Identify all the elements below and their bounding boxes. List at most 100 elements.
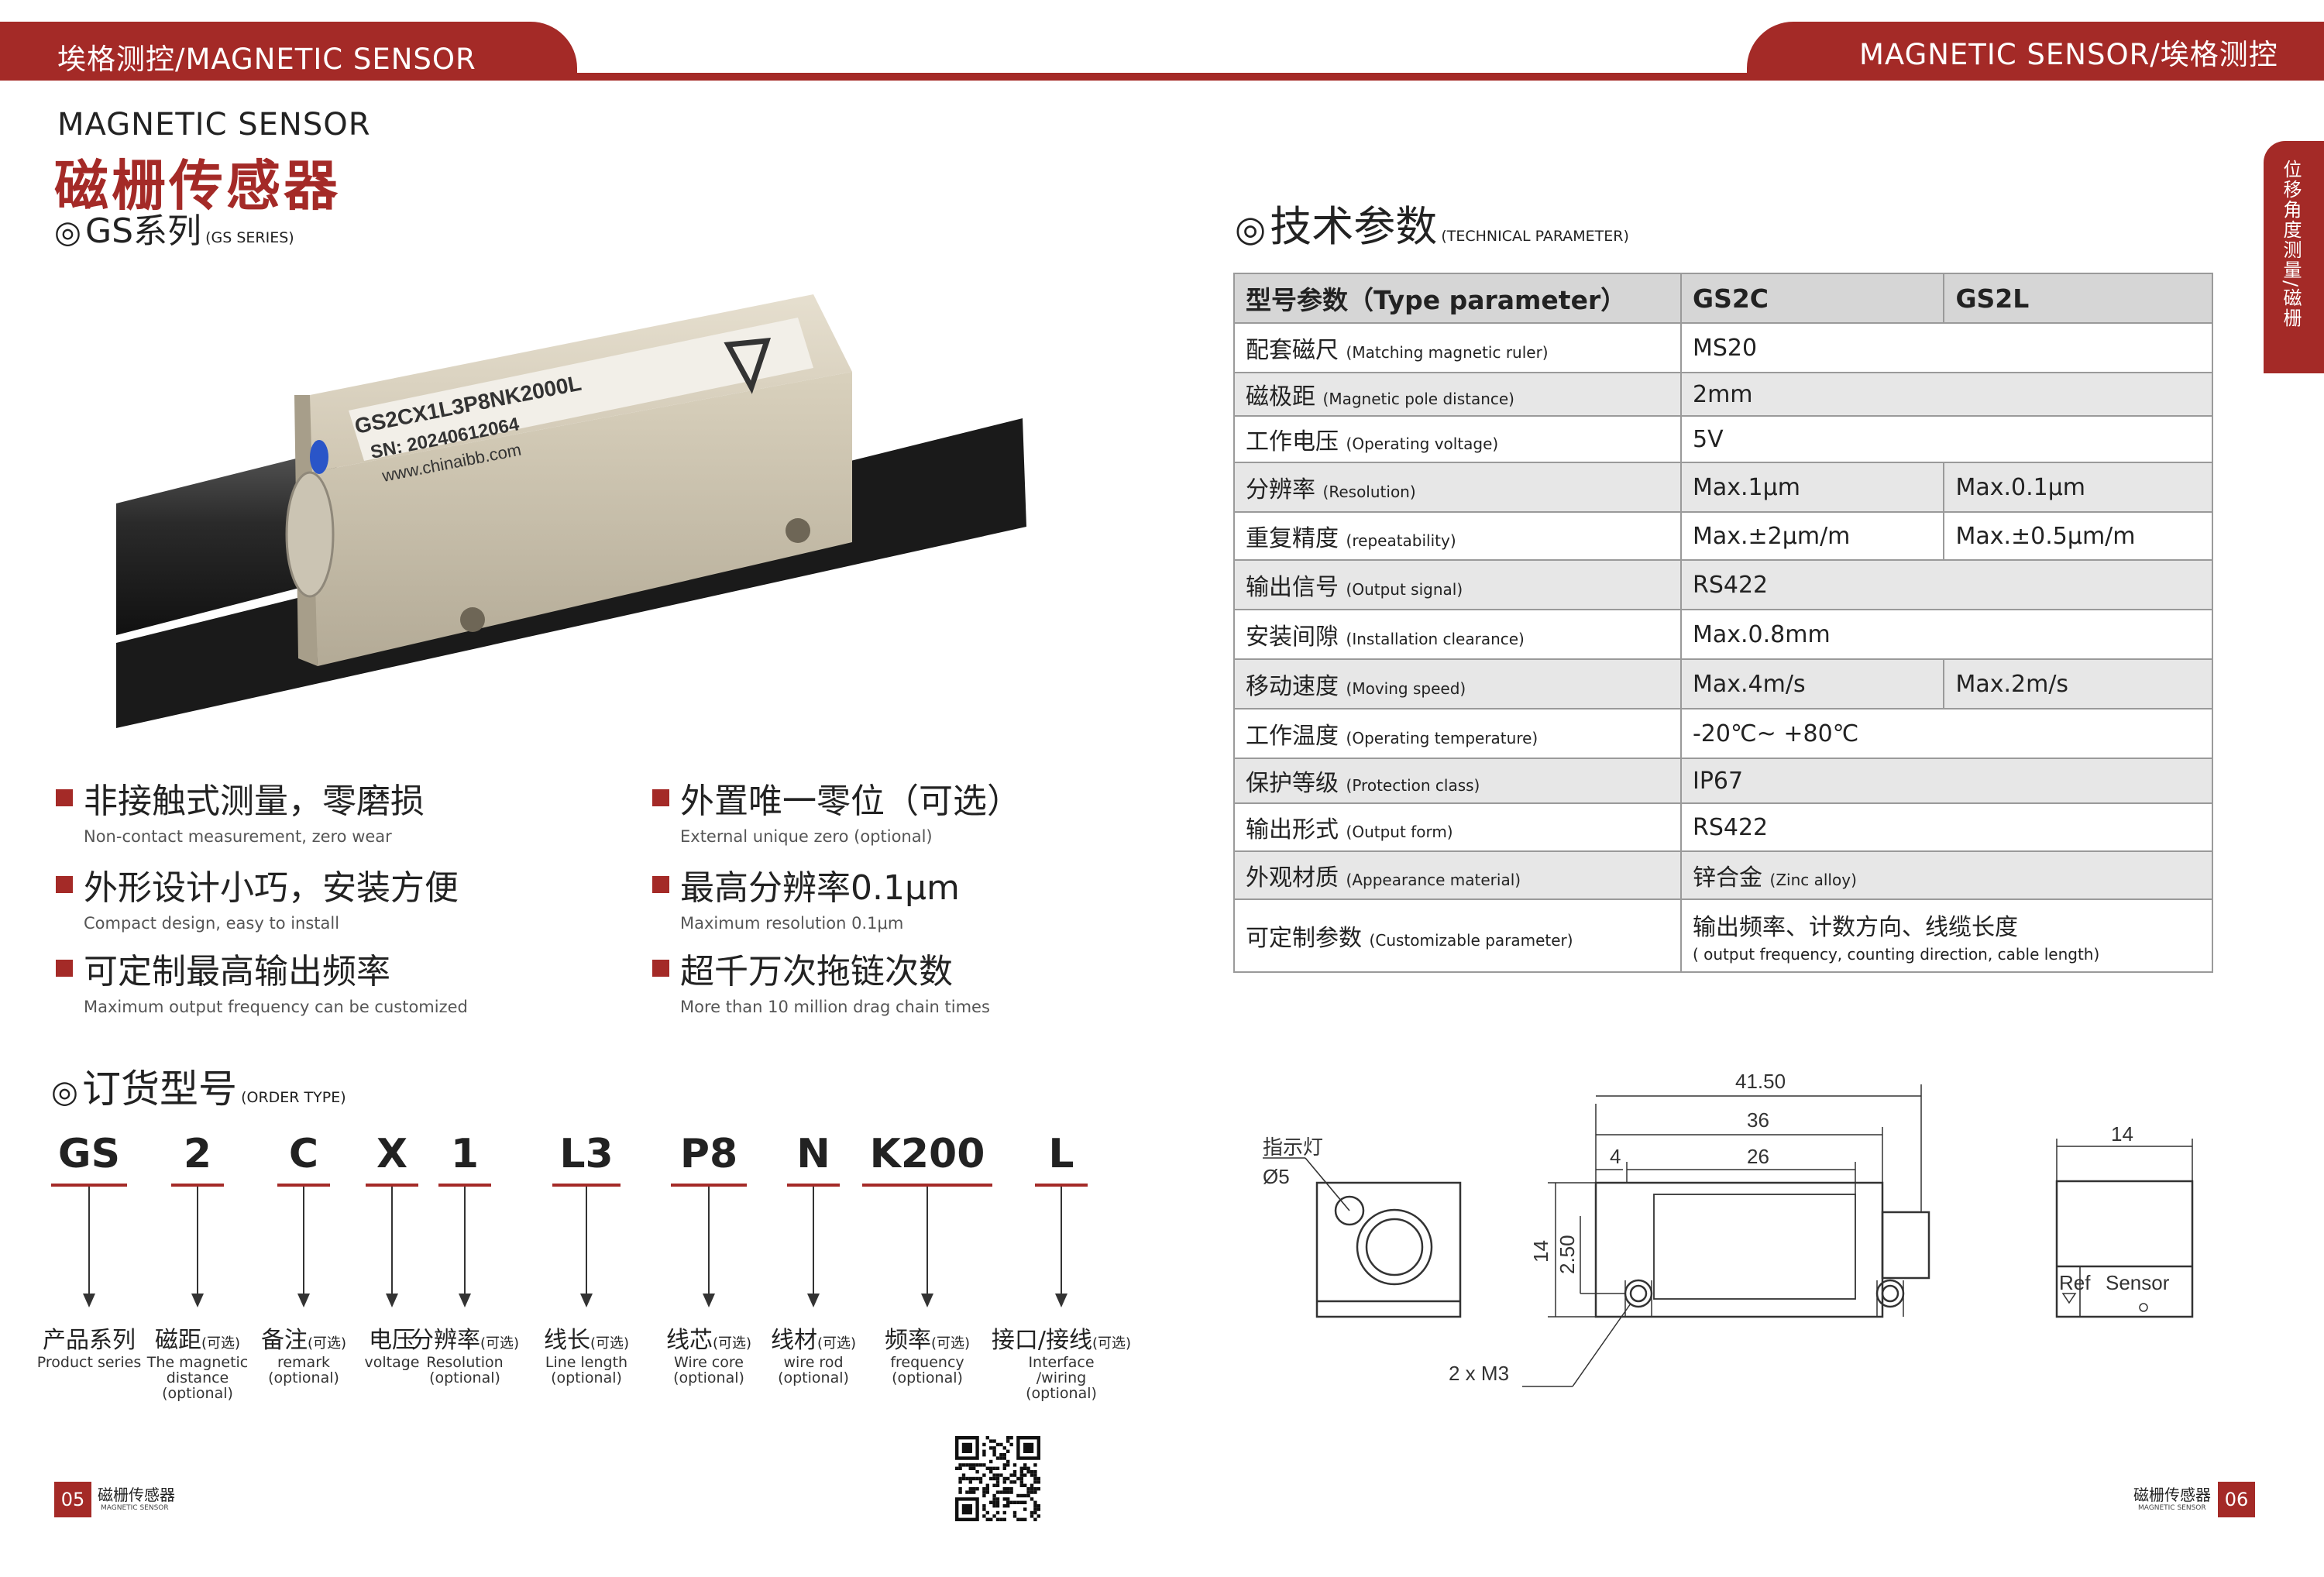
- series-title-en: (GS SERIES): [205, 229, 294, 246]
- spec-key-cn: 外观材质: [1246, 864, 1339, 892]
- spec-key: 安装间隙 (Installation clearance): [1233, 609, 1682, 660]
- spec-row: 磁极距 (Magnetic pole distance)2mm: [1233, 372, 2214, 417]
- dim-total-length: 41.50: [1735, 1070, 1786, 1093]
- order-label-cn: 磁距: [154, 1327, 201, 1354]
- order-label-en: Product series: [36, 1354, 142, 1371]
- spec-value: RS422: [1692, 813, 1769, 841]
- connector-line: [586, 1187, 587, 1295]
- circle-bullet-icon: ◎: [51, 1074, 78, 1110]
- footer-right-cn: 磁栅传感器: [2133, 1486, 2211, 1504]
- feature-item: 外形设计小巧，安装方便 Compact design, easy to inst…: [56, 860, 459, 933]
- series-heading: ◎ GS系列 (GS SERIES): [54, 203, 294, 253]
- spec-row: 可定制参数 (Customizable parameter)输出频率、计数方向、…: [1233, 898, 2214, 973]
- screw-hole: [786, 518, 810, 543]
- order-code: GS: [57, 1131, 121, 1177]
- spec-value-gs2c: RS422: [1679, 802, 2214, 852]
- code-underline: [787, 1184, 840, 1187]
- spec-value: Max.±2μm/m: [1692, 522, 1851, 550]
- spec-value-gs2l: Max.0.1μm: [1943, 462, 2213, 513]
- spec-key: 保护等级 (Protection class): [1233, 758, 1682, 804]
- spec-value-gs2l: Max.±0.5μm/m: [1943, 511, 2213, 561]
- led-indicator: [310, 440, 328, 474]
- spec-key-cn: 可定制参数: [1246, 925, 1362, 952]
- order-code: N: [796, 1131, 830, 1177]
- code-underline: [552, 1184, 621, 1187]
- order-label-en: wire rod (optional): [778, 1354, 849, 1386]
- spec-value-gs2c: Max.0.8mm: [1679, 609, 2214, 660]
- dim-4: 4: [1610, 1145, 1621, 1168]
- spec-value-en: ( output frequency, counting direction, …: [1692, 945, 2100, 964]
- code-underline: [171, 1184, 224, 1187]
- feature-cn: 可定制最高输出频率: [84, 952, 390, 991]
- spec-value-gs2c: IP67: [1679, 758, 2214, 804]
- spec-key: 工作电压 (Operating voltage): [1233, 415, 1682, 463]
- connector-line: [88, 1187, 90, 1295]
- code-underline: [438, 1184, 491, 1187]
- feature-item: 可定制最高输出频率 Maximum output frequency can b…: [56, 943, 468, 1016]
- spec-value-gs2c: Max.1μm: [1679, 462, 1945, 513]
- arrow-down-icon: [580, 1294, 593, 1307]
- sensor-body: [310, 372, 852, 666]
- spec-header-gs2l: GS2L: [1943, 273, 2213, 324]
- order-label-opt: (可选): [816, 1335, 857, 1352]
- arrow-down-icon: [1055, 1294, 1067, 1307]
- order-code: 2: [183, 1131, 212, 1177]
- led-diameter-label: Ø5: [1263, 1165, 1290, 1188]
- arrow-down-icon: [703, 1294, 715, 1307]
- spec-key-cn: 配套磁尺: [1246, 337, 1339, 364]
- feature-cn: 外形设计小巧，安装方便: [84, 868, 459, 908]
- code-underline: [51, 1184, 127, 1187]
- ref-label: Ref: [2059, 1271, 2091, 1294]
- spec-key: 工作温度 (Operating temperature): [1233, 708, 1682, 759]
- header-divider: [0, 73, 2324, 81]
- order-label: 接口/接线(可选)Interface /wiring (optional): [988, 1321, 1135, 1401]
- spec-value-gs2c: -20℃~ +80℃: [1679, 708, 2214, 759]
- code-underline: [862, 1184, 992, 1187]
- side-tab-label: 位移角度测量/磁栅: [2280, 160, 2302, 329]
- spec-key: 输出信号 (Output signal): [1233, 559, 1682, 610]
- order-label: 线芯(可选)Wire core (optional): [655, 1321, 763, 1386]
- spec-key-en: (Magnetic pole distance): [1322, 390, 1514, 408]
- feature-en: External unique zero (optional): [680, 827, 933, 846]
- order-label-cn: 电压: [369, 1327, 415, 1354]
- spec-row: 配套磁尺 (Matching magnetic ruler)MS20: [1233, 322, 2214, 373]
- order-label-en: Wire core (optional): [673, 1354, 744, 1386]
- code-underline: [671, 1184, 747, 1187]
- spec-row: 保护等级 (Protection class)IP67: [1233, 758, 2214, 804]
- code-underline: [1035, 1184, 1088, 1187]
- order-label-en: Line length (optional): [545, 1354, 628, 1386]
- header-right-title: MAGNETIC SENSOR/埃格测控: [1859, 38, 2278, 71]
- circle-bullet-icon: ◎: [54, 215, 81, 250]
- brand-logo-icon: [724, 337, 772, 394]
- spec-value: -20℃~ +80℃: [1692, 720, 1859, 747]
- product-title-cn: 磁栅传感器: [54, 154, 341, 218]
- spec-key-en: (repeatability): [1346, 531, 1456, 550]
- order-label-en: Interface /wiring (optional): [1026, 1354, 1097, 1402]
- spec-key-en: (Operating voltage): [1346, 435, 1499, 453]
- qr-code: [955, 1436, 1040, 1521]
- spec-key: 输出形式 (Output form): [1233, 802, 1682, 852]
- order-label-opt: (可选): [712, 1335, 752, 1352]
- arrow-down-icon: [191, 1294, 204, 1307]
- spec-key-en: (Customizable parameter): [1369, 931, 1573, 950]
- sensor-label: Sensor: [2106, 1271, 2170, 1294]
- order-code: L3: [559, 1131, 614, 1177]
- spec-key: 重复精度 (repeatability): [1233, 511, 1682, 561]
- feature-cn: 最高分辨率0.1μm: [680, 868, 960, 908]
- arrow-down-icon: [83, 1294, 95, 1307]
- spec-value-gs2c: MS20: [1679, 322, 2214, 373]
- spec-key-cn: 重复精度: [1246, 525, 1339, 552]
- spec-header-row: 型号参数（Type parameter） GS2C GS2L: [1233, 273, 2213, 324]
- spec-key-en: (Appearance material): [1346, 871, 1521, 889]
- spec-value-gs2c: Max.4m/s: [1679, 658, 1945, 709]
- order-label-cn: 分辨率: [410, 1327, 480, 1354]
- spec-row: 输出形式 (Output form) RS422: [1233, 802, 2214, 852]
- spec-key-cn: 磁极距: [1246, 383, 1315, 411]
- spec-value-gs2c: 锌合金 (Zinc alloy): [1679, 850, 2214, 900]
- footer-right-en: MAGNETIC SENSOR: [2138, 1504, 2206, 1512]
- order-label: 磁距(可选)The magnetic distance (optional): [139, 1321, 256, 1401]
- cable-gland: [285, 471, 335, 598]
- dim-2-50: 2.50: [1556, 1235, 1579, 1274]
